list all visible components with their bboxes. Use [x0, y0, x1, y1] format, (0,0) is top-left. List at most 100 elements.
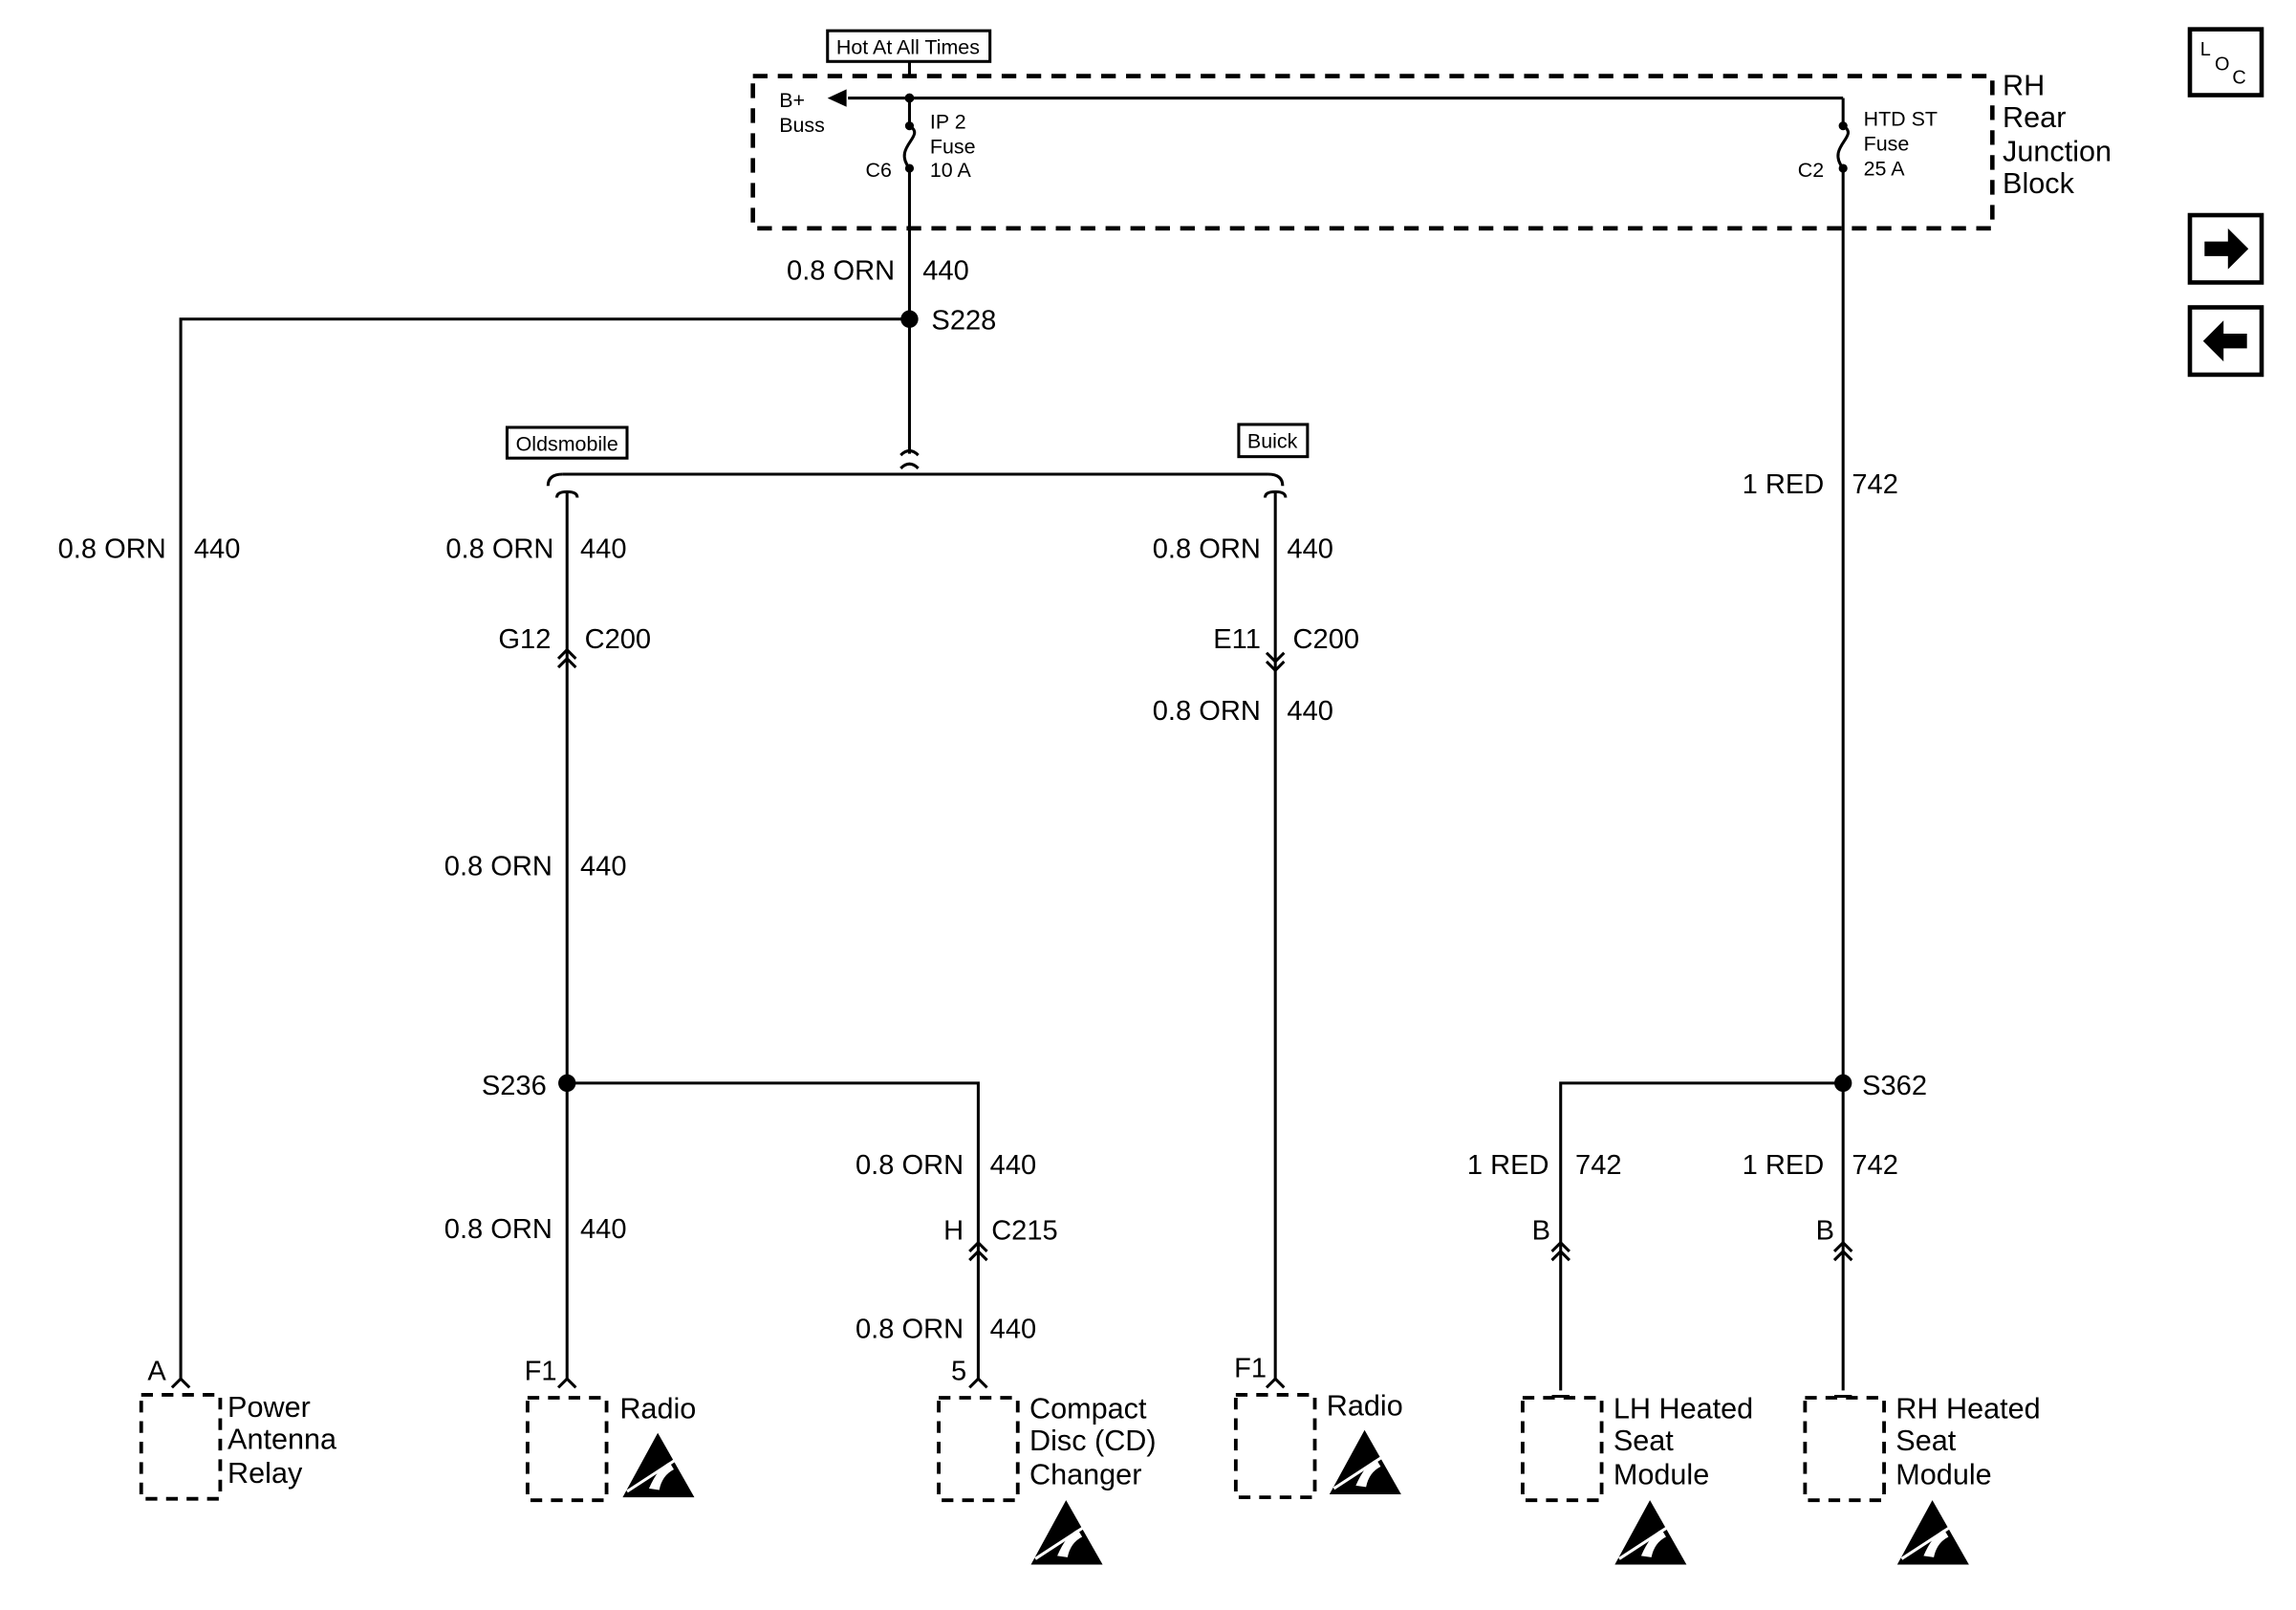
- lh-seat-name-1: LH Heated: [1614, 1392, 1753, 1425]
- connector-c215: [968, 1240, 988, 1262]
- loc-l: L: [2200, 39, 2211, 60]
- wire-440-buick1-size: 0.8 ORN: [1153, 533, 1261, 564]
- connector-b-lh-symbol: [1550, 1240, 1570, 1262]
- cd-pin-label: 5: [951, 1357, 966, 1387]
- buss-label: Buss: [779, 114, 825, 137]
- wire-440-olds2-circuit: 440: [580, 851, 627, 881]
- esd-warning-icon: [1614, 1500, 1687, 1565]
- radio-buick-box: [1233, 1393, 1317, 1500]
- wire-440-top-circuit: 440: [922, 255, 969, 286]
- wire-742-lh-circuit: 742: [1575, 1150, 1622, 1181]
- connector-c200-olds: [556, 647, 577, 669]
- junction-block-title-3: Junction: [2003, 135, 2112, 167]
- wire-440-buick2-size: 0.8 ORN: [1153, 696, 1261, 727]
- option-break-bottom: [899, 462, 920, 470]
- cd-c215-pin: H: [943, 1216, 964, 1247]
- wire-440-cd1-circuit: 440: [990, 1150, 1037, 1181]
- radio-buick-name: Radio: [1327, 1389, 1403, 1422]
- wire-440-cd: [567, 1081, 980, 1380]
- antenna-pin-terminal: [170, 1376, 191, 1389]
- next-button-frame[interactable]: [2187, 212, 2264, 285]
- power-antenna-relay-box: [139, 1393, 223, 1501]
- wire-440-buick1-circuit: 440: [1287, 533, 1333, 564]
- splice-s236-label: S236: [482, 1071, 547, 1101]
- fuse1-element: [902, 124, 917, 170]
- wire-440-olds3-circuit: 440: [580, 1214, 627, 1245]
- wire-742-rh-size: 1 RED: [1743, 1150, 1825, 1181]
- next-button[interactable]: [2187, 212, 2264, 285]
- fuse1-rating: 10 A: [930, 159, 972, 182]
- radio-buick-pin-label: F1: [1234, 1354, 1267, 1384]
- splice-s228-label: S228: [931, 305, 996, 336]
- rh-seat-name-2: Seat: [1895, 1425, 1956, 1457]
- wire-440-olds1-circuit: 440: [580, 533, 627, 564]
- connector-c200-buick: [1265, 651, 1286, 673]
- lh-seat-module-box: [1520, 1396, 1604, 1503]
- olds-c200-conn: C200: [585, 624, 652, 655]
- rh-seat-name-1: RH Heated: [1895, 1392, 2040, 1425]
- prev-button[interactable]: [2187, 305, 2264, 378]
- wire-742-lh: [1559, 1081, 1844, 1391]
- radio-buick-pin-terminal: [1265, 1376, 1286, 1389]
- connector-b-rh-symbol: [1832, 1240, 1853, 1262]
- esd-warning-icon: [1896, 1500, 1969, 1565]
- antenna-name-2: Antenna: [227, 1424, 337, 1456]
- wire-742-main-size: 1 RED: [1743, 469, 1825, 500]
- right-arrow-icon: [2204, 228, 2249, 270]
- rh-rear-junction-block: RH Rear Junction Block Hot At All Times …: [750, 29, 2112, 231]
- buick-c200-pin: E11: [1213, 624, 1261, 655]
- fuse2-rating: 25 A: [1864, 158, 1906, 181]
- wire-440-cd1-size: 0.8 ORN: [856, 1150, 964, 1181]
- wire-742-main-circuit: 742: [1852, 469, 1898, 500]
- fuse2-connector: C2: [1798, 159, 1824, 182]
- cd-name-1: Compact: [1029, 1392, 1147, 1425]
- loc-c: C: [2232, 67, 2245, 88]
- buick-c200-conn: C200: [1293, 624, 1360, 655]
- buick-option-label: Buick: [1247, 429, 1298, 452]
- lh-conn-b: B: [1532, 1216, 1550, 1247]
- olds-c200-pin: G12: [498, 624, 551, 655]
- connector-b-lh: [1550, 1240, 1570, 1262]
- oldsmobile-option-label: Oldsmobile: [516, 433, 618, 456]
- oldsmobile-option-box: [505, 425, 629, 460]
- cd-pin-terminal: [968, 1376, 988, 1389]
- wire-440-olds3-size: 0.8 ORN: [444, 1214, 552, 1245]
- wire-440-cd2-circuit: 440: [990, 1314, 1037, 1344]
- esd-warning-icon: [622, 1432, 695, 1498]
- wire-440-buick2-circuit: 440: [1287, 696, 1333, 727]
- rh-conn-b: B: [1816, 1216, 1834, 1247]
- radio-olds-name: Radio: [619, 1392, 696, 1425]
- loc-o: O: [2215, 54, 2229, 75]
- antenna-name-1: Power: [227, 1391, 311, 1424]
- fuse1-connector: C6: [866, 159, 892, 182]
- wire-440-antenna: [179, 317, 910, 1380]
- lh-seat-name-3: Module: [1614, 1458, 1709, 1490]
- connector-c215-symbol: [968, 1240, 988, 1262]
- loc-button[interactable]: L O C: [2187, 27, 2264, 98]
- fuse1-type: Fuse: [930, 136, 976, 159]
- prev-button-frame[interactable]: [2187, 305, 2264, 378]
- fuse2-name: HTD ST: [1864, 108, 1938, 131]
- connector-c200-olds-symbol: [556, 647, 577, 669]
- wire-742-lh-size: 1 RED: [1467, 1150, 1549, 1181]
- buick-option-box: [1237, 423, 1310, 459]
- wire-440-cd2-size: 0.8 ORN: [856, 1314, 964, 1344]
- loc-button-frame[interactable]: [2187, 27, 2264, 98]
- option-bus-right-curl: [1267, 472, 1285, 487]
- cd-changer-box: [937, 1396, 1020, 1503]
- option-break-top: [899, 449, 920, 457]
- b-plus-label: B+: [779, 89, 805, 112]
- radio-olds-pin-label: F1: [525, 1357, 557, 1387]
- option-bus-left-curl: [546, 472, 563, 487]
- cd-name-2: Disc (CD): [1029, 1425, 1157, 1457]
- wire-440-antenna-size: 0.8 ORN: [58, 533, 166, 564]
- fuse2-type: Fuse: [1864, 133, 1910, 156]
- hot-at-all-times-label: Hot At All Times: [836, 36, 980, 59]
- rh-seat-name-3: Module: [1895, 1458, 1991, 1490]
- radio-olds-pin-terminal: [556, 1376, 577, 1389]
- antenna-pin-label: A: [147, 1357, 166, 1387]
- junction-block-title-1: RH: [2003, 70, 2045, 102]
- wire-440-top-size: 0.8 ORN: [787, 255, 895, 286]
- left-arrow-icon: [2202, 320, 2247, 362]
- wire-440-olds1-size: 0.8 ORN: [445, 533, 553, 564]
